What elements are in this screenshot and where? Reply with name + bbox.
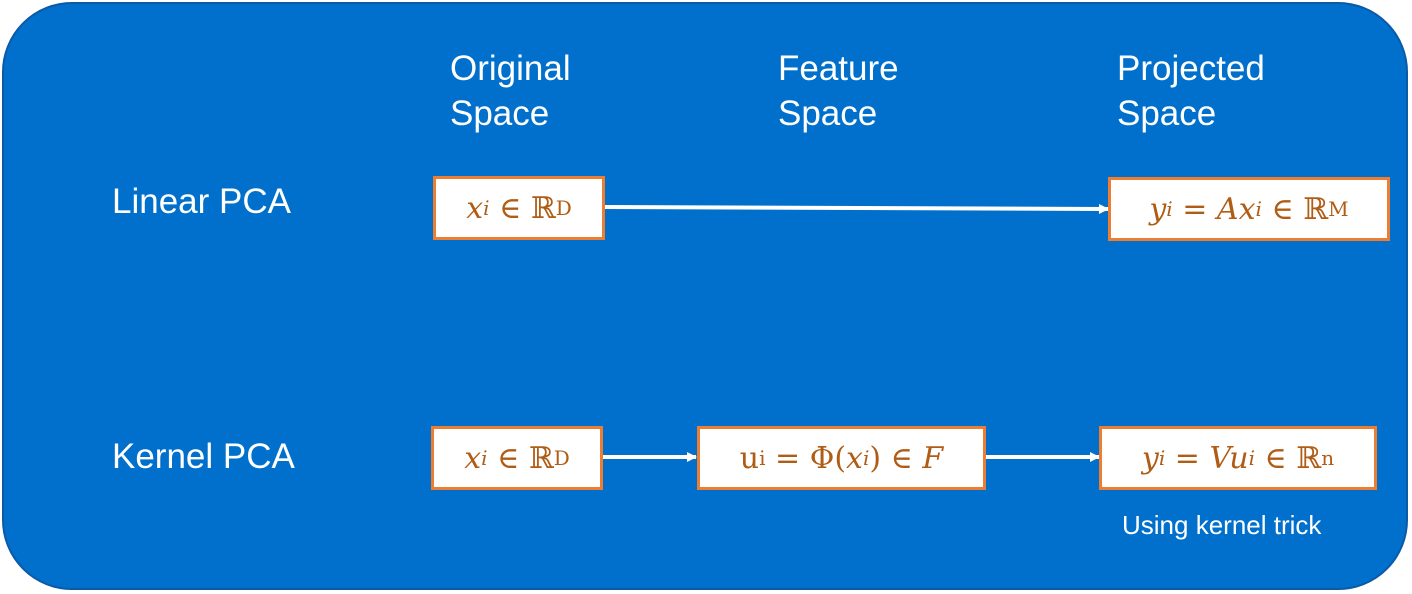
header-projected-line1: Projected: [1117, 49, 1265, 88]
math-sup: D: [553, 446, 570, 470]
header-feature-line1: Feature: [778, 49, 899, 88]
kernel-trick-note: Using kernel trick: [1122, 510, 1322, 540]
math-rhs-sub: i: [1248, 446, 1255, 470]
math-arg-sub: i: [862, 446, 870, 470]
math-lhs-sub: i: [1166, 197, 1173, 221]
math-sub: i: [483, 196, 490, 220]
math-eq: =: [1174, 440, 1200, 476]
math-rhs: Vu: [1209, 440, 1249, 476]
row-label-kernel-pca: Kernel PCA: [112, 437, 295, 476]
math-var: x: [464, 440, 482, 476]
arrow-linear-input-to-output: [603, 203, 1109, 214]
math-lhs: y: [1141, 440, 1159, 476]
math-phi: Φ(: [809, 440, 847, 476]
math-lhs-sub: i: [759, 446, 766, 470]
math-rel: ∈: [1264, 440, 1287, 476]
math-rel: ∈: [890, 440, 913, 476]
math-var: x: [466, 190, 484, 226]
math-rhs: Ax: [1216, 191, 1256, 227]
header-feature-line2: Space: [778, 94, 878, 133]
math-rel: ∈: [497, 440, 520, 476]
math-eq: =: [1182, 191, 1208, 227]
math-sup: n: [1321, 446, 1335, 470]
header-projected-line2: Space: [1117, 94, 1217, 133]
math-sup: D: [555, 196, 572, 220]
header-original-space: Original Space: [450, 46, 571, 136]
math-eq: =: [775, 440, 801, 476]
math-rhs-sub: i: [1255, 197, 1262, 221]
math-set: ℝ: [530, 190, 556, 226]
math-rel: ∈: [1271, 191, 1294, 227]
math-set: ℝ: [528, 440, 554, 476]
math-sub: i: [481, 446, 488, 470]
math-lhs: y: [1149, 191, 1167, 227]
math-arg: x: [846, 440, 863, 476]
math-set: ℝ: [1303, 191, 1329, 227]
math-sup: M: [1328, 197, 1349, 221]
math-lhs: u: [739, 440, 760, 476]
header-original-line1: Original: [450, 49, 571, 88]
math-lhs-sub: i: [1158, 446, 1166, 470]
header-feature-space: Feature Space: [778, 46, 899, 136]
math-set: ℝ: [1296, 440, 1322, 476]
row-label-linear-pca: Linear PCA: [112, 182, 291, 221]
math-rel: ∈: [499, 190, 522, 226]
math-space: F: [922, 440, 944, 476]
header-original-line2: Space: [450, 94, 550, 133]
header-projected-space: Projected Space: [1117, 46, 1265, 136]
math-close: ): [869, 440, 882, 476]
